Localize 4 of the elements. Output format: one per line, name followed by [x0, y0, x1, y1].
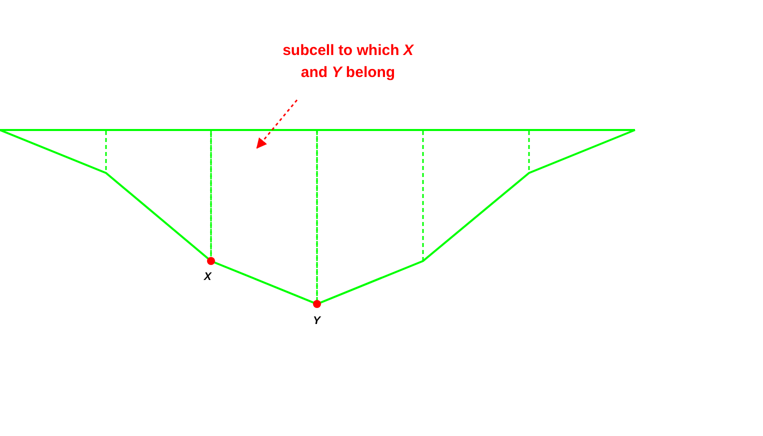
leader-arrow: [256, 100, 298, 149]
point-label: X: [204, 271, 212, 283]
annotation-text: subcell to which X and Y belong: [278, 40, 418, 84]
point-label: Y: [313, 315, 320, 327]
